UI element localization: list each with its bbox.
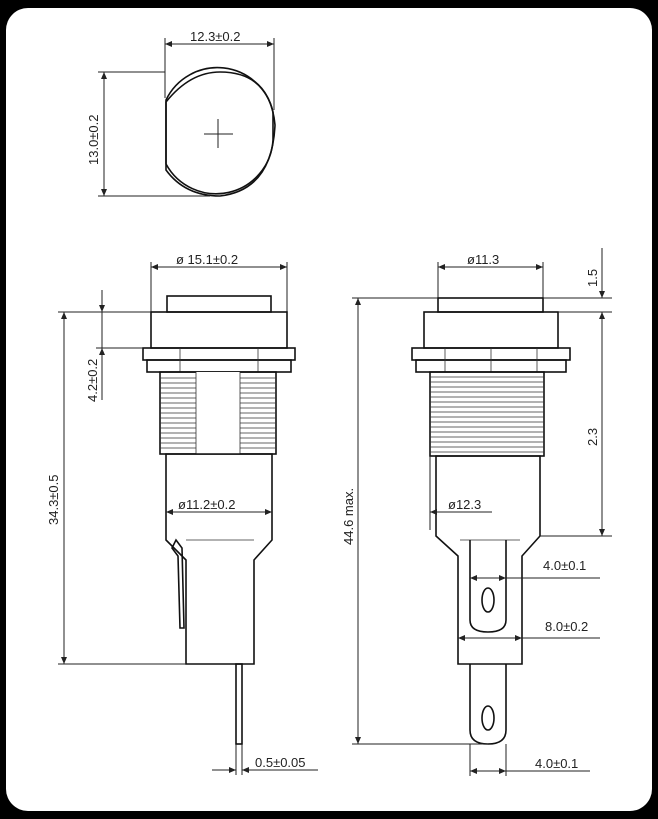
top-height-label: 13.0±0.2 bbox=[86, 114, 101, 165]
right-head-diameter-label: ø11.3 bbox=[467, 252, 499, 267]
left-flange-height-label: 4.2±0.2 bbox=[85, 359, 100, 402]
right-terminal-width-bottom-label: 4.0±0.1 bbox=[535, 756, 578, 771]
left-pin-thickness-label: 0.5±0.05 bbox=[255, 755, 306, 770]
top-width-label: 12.3±0.2 bbox=[190, 29, 241, 44]
right-cap-height-label: 1.5 bbox=[585, 269, 600, 287]
right-thread-diameter-label: ø12.3 bbox=[448, 497, 481, 512]
left-overall-height-label: 34.3±0.5 bbox=[46, 474, 61, 525]
right-total-length-label: 44.6 max. bbox=[341, 488, 356, 545]
left-view: ø 15.1±0.2 bbox=[46, 252, 318, 775]
left-body-diameter-label: ø11.2±0.2 bbox=[178, 497, 235, 512]
technical-drawing: 12.3±0.2 13.0±0.2 bbox=[46, 29, 612, 776]
top-view: 12.3±0.2 13.0±0.2 bbox=[86, 29, 276, 197]
right-body-length-label: 2.3 bbox=[585, 428, 600, 446]
right-terminal-width-label: 4.0±0.1 bbox=[543, 558, 586, 573]
right-view: ø11.3 bbox=[341, 248, 612, 776]
right-terminal-spacing-label: 8.0±0.2 bbox=[545, 619, 588, 634]
left-head-diameter-label: ø 15.1±0.2 bbox=[176, 252, 238, 267]
drawing-sheet: 12.3±0.2 13.0±0.2 bbox=[6, 8, 652, 811]
